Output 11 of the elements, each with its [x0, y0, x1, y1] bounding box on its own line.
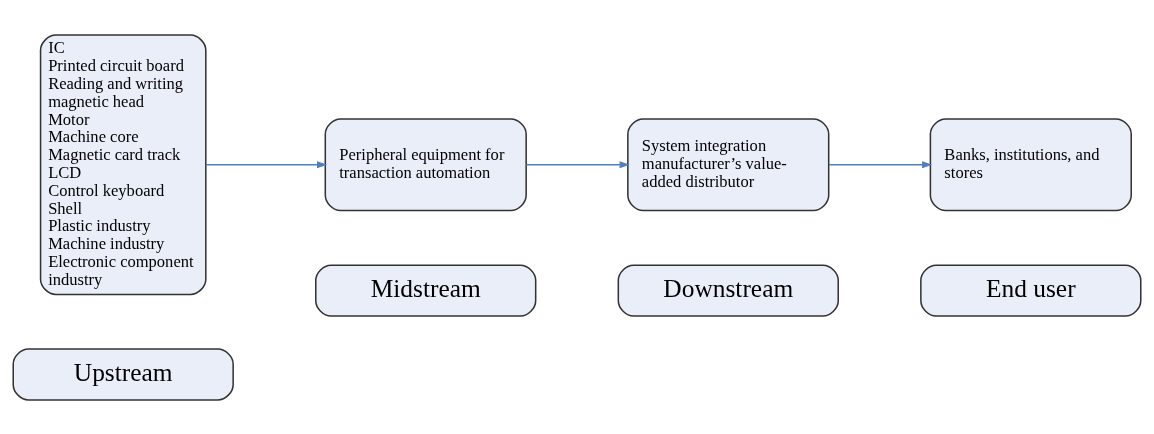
arrow — [525, 160, 630, 168]
node-box: IC Printed circuit board Reading and writing magnetic head Motor Machine core Magnetic card track LCD Control keyboard Shell Plastic industry Machine industry Electronic component industry — [39, 33, 207, 295]
node-box: Upstream — [12, 347, 234, 401]
node-box: Peripheral equipment for transaction automation — [324, 117, 527, 211]
node-box: End user — [920, 263, 1142, 317]
node-box: Banks, institutions, and stores — [929, 117, 1132, 211]
node-box: System integration manufacturer’s value-added distributor — [627, 117, 830, 211]
arrow — [828, 160, 933, 168]
arrow — [205, 160, 328, 168]
node-box: Downstream — [617, 263, 839, 317]
node-box: Midstream — [315, 263, 537, 317]
